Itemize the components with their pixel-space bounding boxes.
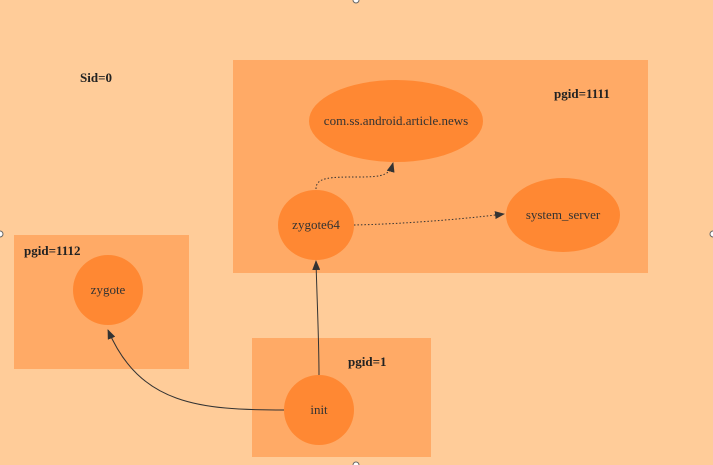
node-label-news-app: com.ss.android.article.news <box>324 113 468 128</box>
node-shape-init[interactable] <box>284 375 354 445</box>
node-init[interactable]: init <box>284 375 354 445</box>
resize-handle-top[interactable] <box>352 0 360 4</box>
resize-handle-right[interactable] <box>709 230 713 238</box>
edge-zygote64-to-news-app[interactable] <box>315 162 395 190</box>
node-label-init: init <box>310 402 328 417</box>
node-zygote[interactable]: zygote <box>73 255 143 325</box>
session-label: Sid=0 <box>80 70 112 85</box>
node-system-server[interactable]: system_server <box>506 178 620 252</box>
group-label-pgid-1: pgid=1 <box>348 354 386 369</box>
node-label-zygote64: zygote64 <box>292 217 340 232</box>
edge-init-to-zygote64[interactable] <box>312 260 321 377</box>
edge-zygote64-to-system-server[interactable] <box>353 211 505 226</box>
group-label-pgid-1111: pgid=1111 <box>554 86 610 101</box>
node-shape-news-app[interactable] <box>309 80 483 162</box>
node-zygote64[interactable]: zygote64 <box>278 190 354 260</box>
resize-handle-left[interactable] <box>0 230 4 238</box>
node-news-app[interactable]: com.ss.android.article.news <box>309 80 483 162</box>
edge-init-to-zygote[interactable] <box>107 329 285 411</box>
group-label-pgid-1112: pgid=1112 <box>24 243 81 258</box>
resize-handle-bottom[interactable] <box>352 461 360 465</box>
node-label-zygote: zygote <box>91 282 126 297</box>
node-shape-zygote[interactable] <box>73 255 143 325</box>
node-label-system-server: system_server <box>526 207 601 222</box>
node-shape-zygote64[interactable] <box>278 190 354 260</box>
node-shape-system-server[interactable] <box>506 178 620 252</box>
